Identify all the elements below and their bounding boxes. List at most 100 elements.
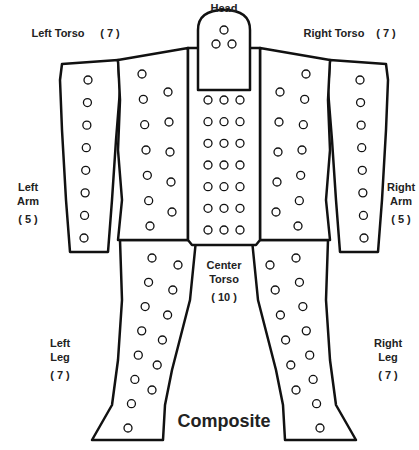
armor-pip bbox=[164, 88, 172, 96]
armor-pip bbox=[275, 118, 283, 126]
armor-pip bbox=[148, 386, 156, 394]
part-label: Left Arm bbox=[17, 180, 39, 209]
armor-pip bbox=[204, 204, 212, 212]
armor-pip bbox=[204, 161, 212, 169]
armor-pip bbox=[212, 40, 220, 48]
armor-pip bbox=[309, 375, 317, 383]
armor-pip bbox=[236, 139, 244, 147]
armor-pip bbox=[220, 161, 228, 169]
armor-pip bbox=[83, 99, 91, 107]
armor-pip bbox=[84, 76, 92, 84]
armor-pip bbox=[134, 351, 142, 359]
armor-pip bbox=[236, 183, 244, 191]
armor-pip bbox=[220, 139, 228, 147]
armor-pip bbox=[124, 424, 132, 432]
armor-pip bbox=[299, 121, 307, 129]
armor-pip bbox=[146, 222, 154, 230]
armor-pip bbox=[298, 146, 306, 154]
armor-value: ( 5 ) bbox=[391, 212, 411, 226]
armor-pip bbox=[141, 303, 149, 311]
armor-pip bbox=[236, 226, 244, 234]
armor-pip bbox=[220, 96, 228, 104]
armor-pip bbox=[295, 278, 303, 286]
armor-pip bbox=[299, 303, 307, 311]
armor-value: ( 10 ) bbox=[211, 290, 237, 304]
armor-pip bbox=[302, 70, 310, 78]
armor-pip bbox=[313, 400, 321, 408]
armor-pip bbox=[236, 96, 244, 104]
armor-pip bbox=[169, 286, 177, 294]
armor-pip bbox=[292, 386, 300, 394]
armor-pip bbox=[271, 286, 279, 294]
armor-pip bbox=[82, 144, 90, 152]
armor-pip bbox=[204, 139, 212, 147]
armor-pip bbox=[145, 278, 153, 286]
armor-pip bbox=[204, 96, 212, 104]
armor-pip bbox=[138, 327, 146, 335]
armor-pips bbox=[80, 26, 368, 432]
armor-pip bbox=[148, 254, 156, 262]
armor-pip bbox=[166, 148, 174, 156]
armor-pip bbox=[165, 118, 173, 126]
armor-pip bbox=[168, 208, 176, 216]
armor-pip bbox=[359, 211, 367, 219]
armor-value: ( 7 ) bbox=[376, 26, 396, 40]
armor-pip bbox=[295, 197, 303, 205]
armor-pip bbox=[164, 311, 172, 319]
armor-pip bbox=[273, 178, 281, 186]
armor-pip bbox=[127, 400, 135, 408]
armor-pip bbox=[220, 118, 228, 126]
armor-pip bbox=[274, 148, 282, 156]
armor-pip bbox=[220, 226, 228, 234]
part-label: Right Arm bbox=[387, 180, 415, 209]
armor-pip bbox=[83, 121, 91, 129]
armor-pip bbox=[292, 254, 300, 262]
armor-pip bbox=[141, 121, 149, 129]
armor-pip bbox=[138, 70, 146, 78]
armor-pip bbox=[357, 99, 365, 107]
armor-value: ( 7 ) bbox=[100, 26, 120, 40]
right-torso-outline bbox=[260, 48, 330, 240]
part-label: Left Leg bbox=[50, 336, 70, 365]
part-label: Center Torso bbox=[207, 258, 242, 287]
right-arm-outline bbox=[328, 60, 388, 252]
armor-pip bbox=[236, 161, 244, 169]
armor-pip bbox=[167, 178, 175, 186]
armor-pip bbox=[158, 336, 166, 344]
armor-pip bbox=[153, 361, 161, 369]
armor-pip bbox=[220, 183, 228, 191]
armor-pip bbox=[356, 76, 364, 84]
armor-pip bbox=[276, 88, 284, 96]
armor-pip bbox=[236, 118, 244, 126]
armor-pip bbox=[139, 95, 147, 103]
armor-pip bbox=[81, 189, 89, 197]
armor-pip bbox=[302, 327, 310, 335]
armor-pip bbox=[294, 222, 302, 230]
armor-pip bbox=[204, 118, 212, 126]
armor-pip bbox=[358, 144, 366, 152]
armor-value: ( 7 ) bbox=[50, 368, 70, 382]
armor-pip bbox=[359, 189, 367, 197]
armor-pip bbox=[174, 261, 182, 269]
armor-value: ( 5 ) bbox=[18, 212, 38, 226]
armor-pip bbox=[360, 234, 368, 242]
armor-pip bbox=[358, 166, 366, 174]
part-label: Left Torso bbox=[32, 26, 85, 40]
armor-pip bbox=[142, 146, 150, 154]
armor-pip bbox=[143, 171, 151, 179]
armor-value: ( 7 ) bbox=[378, 368, 398, 382]
armor-pip bbox=[131, 375, 139, 383]
armor-pip bbox=[220, 204, 228, 212]
armor-pip bbox=[316, 424, 324, 432]
armor-pip bbox=[306, 351, 314, 359]
armor-pip bbox=[80, 234, 88, 242]
armor-pip bbox=[287, 361, 295, 369]
armor-pip bbox=[236, 204, 244, 212]
armor-pip bbox=[357, 121, 365, 129]
part-label: Right Leg bbox=[374, 336, 402, 365]
armor-pip bbox=[145, 197, 153, 205]
armor-pip bbox=[272, 208, 280, 216]
armor-pip bbox=[266, 261, 274, 269]
